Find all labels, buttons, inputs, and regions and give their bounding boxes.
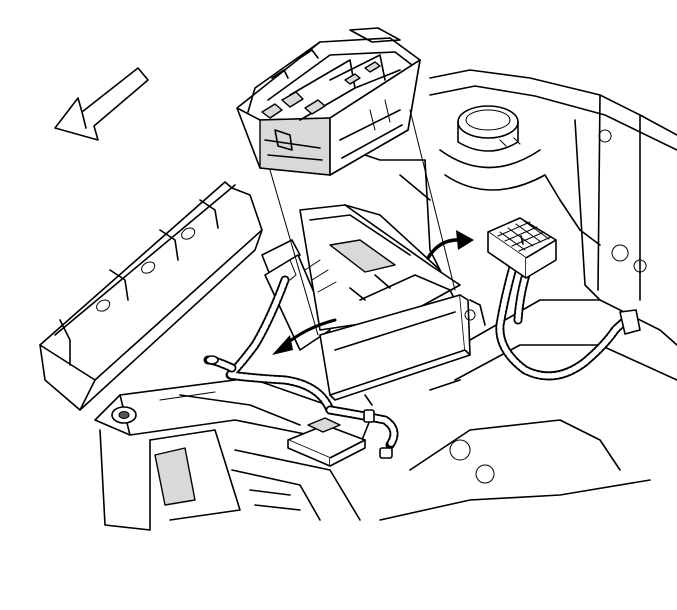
lower-frame (94, 377, 371, 531)
alignment-lines (269, 109, 456, 336)
hardware-details (205, 309, 476, 406)
harness-connector-left (287, 417, 366, 467)
fuse-block-tray (261, 204, 471, 401)
harness-connector-right (487, 217, 557, 279)
fender-rail (39, 181, 263, 411)
removal-direction-arrow-icon (272, 318, 337, 355)
strut-tower (439, 105, 561, 201)
rotation-direction-arrow-icon (426, 230, 474, 260)
front-direction-arrow-icon (54, 67, 149, 141)
vehicle-body-structure (334, 69, 677, 521)
upper-fuse-block (236, 27, 421, 176)
